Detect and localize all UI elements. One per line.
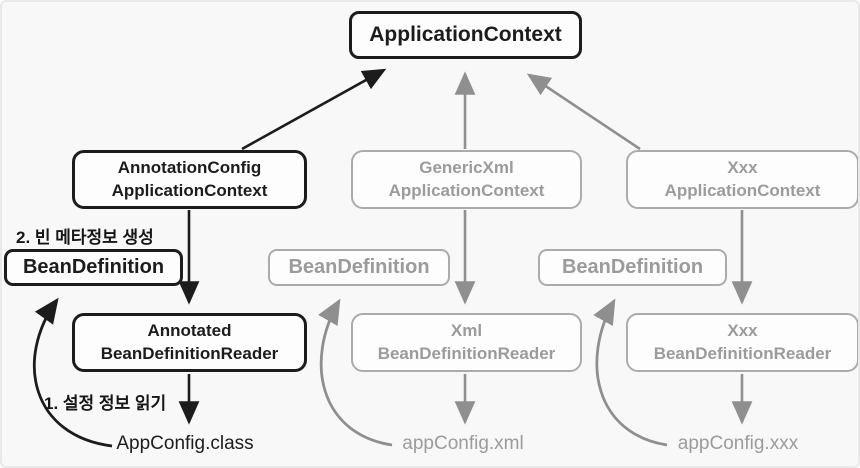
node-label-line2: ApplicationContext <box>111 180 268 200</box>
node-label-line2: ApplicationContext <box>388 180 545 200</box>
node-label-line1: Xxx <box>727 321 758 341</box>
node-label-line2: BeanDefinitionReader <box>377 343 556 363</box>
config-source-appconfig-xxx: appConfig.xxx <box>677 433 799 454</box>
node-xml-beandefinitionreader: Xml BeanDefinitionReader <box>351 313 582 372</box>
arrow-config-to-beandefinition-col1 <box>33 297 113 448</box>
node-label-line1: AnnotationConfig <box>117 158 262 178</box>
arrow-xxxcontext-to-root <box>526 73 641 151</box>
arrow-config-to-beandefinition-col2 <box>318 298 393 447</box>
node-beandefinition-col1: BeanDefinition <box>4 249 183 286</box>
node-xxx-applicationcontext: Xxx ApplicationContext <box>626 150 858 209</box>
arrow-annotationconfig-to-root <box>241 68 387 151</box>
node-label: ApplicationContext <box>369 23 562 47</box>
node-annotationconfig-applicationcontext: AnnotationConfig ApplicationContext <box>72 150 307 209</box>
node-label-line1: Xxx <box>727 158 758 178</box>
node-label-line2: ApplicationContext <box>664 180 821 200</box>
config-source-appconfig-class: AppConfig.class <box>116 433 254 454</box>
node-label: BeanDefinition <box>22 256 165 279</box>
node-beandefinition-col3: BeanDefinition <box>538 249 727 286</box>
node-label-line2: BeanDefinitionReader <box>653 343 832 363</box>
node-label: BeanDefinition <box>561 256 704 279</box>
node-label-line2: BeanDefinitionReader <box>100 343 279 363</box>
node-label-line1: GenericXml <box>419 158 514 178</box>
node-annotated-beandefinitionreader: Annotated BeanDefinitionReader <box>72 313 307 372</box>
node-xxx-beandefinitionreader: Xxx BeanDefinitionReader <box>626 313 858 372</box>
arrow-config-to-beandefinition-col3 <box>593 298 668 447</box>
node-label: BeanDefinition <box>288 256 430 279</box>
annotation-step1: 1. 설정 정보 읽기 <box>44 394 167 413</box>
node-application-context: ApplicationContext <box>349 11 582 59</box>
node-label-line1: Xml <box>450 321 483 341</box>
node-genericxml-applicationcontext: GenericXml ApplicationContext <box>351 150 582 209</box>
config-source-appconfig-xml: appConfig.xml <box>402 433 524 454</box>
annotation-step2: 2. 빈 메타정보 생성 <box>16 228 154 247</box>
node-beandefinition-col2: BeanDefinition <box>268 249 450 286</box>
node-label-line1: Annotated <box>147 321 232 341</box>
